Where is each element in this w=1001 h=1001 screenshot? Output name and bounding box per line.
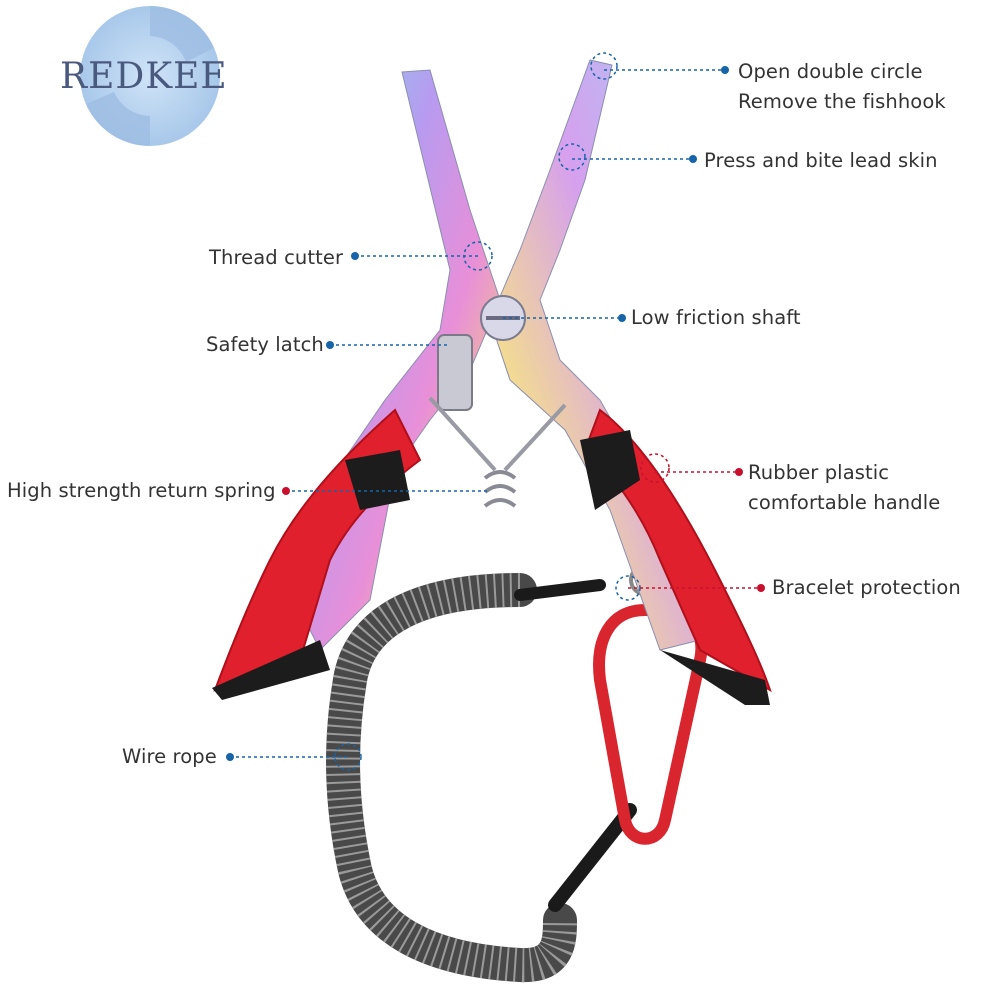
callout-bracelet-protection: Bracelet protection xyxy=(772,573,961,603)
callout-line: Low friction shaft xyxy=(631,306,801,329)
callout-line: Remove the fishhook xyxy=(738,90,946,113)
callout-open-double-circle: Open double circle Remove the fishhook xyxy=(738,57,946,117)
plier-left-arm xyxy=(212,69,501,700)
callout-line: Safety latch xyxy=(206,333,324,356)
callout-lines xyxy=(226,52,765,771)
callout-press-bite-lead-skin: Press and bite lead skin xyxy=(704,146,938,176)
safety-latch-part xyxy=(437,334,473,411)
callout-line: Rubber plastic xyxy=(748,461,890,484)
callout-low-friction-shaft: Low friction shaft xyxy=(631,303,801,333)
callout-line: Open double circle xyxy=(738,60,923,83)
callout-rubber-plastic-handle: Rubber plastic comfortable handle xyxy=(748,458,940,518)
return-spring-part xyxy=(483,470,517,508)
callout-safety-latch: Safety latch xyxy=(206,330,324,360)
brand-logo xyxy=(80,6,220,146)
callout-line: High strength return spring xyxy=(7,479,276,502)
callout-wire-rope: Wire rope xyxy=(122,742,217,772)
plier-right-arm xyxy=(489,59,772,705)
callout-line: Wire rope xyxy=(122,745,217,768)
callout-line: Thread cutter xyxy=(209,246,344,269)
callout-line: comfortable handle xyxy=(748,491,941,514)
callout-thread-cutter: Thread cutter xyxy=(209,243,343,273)
wire-rope-coil xyxy=(326,573,637,983)
callout-line: Press and bite lead skin xyxy=(704,149,938,172)
callout-line: Bracelet protection xyxy=(772,576,961,599)
callout-return-spring: High strength return spring xyxy=(7,476,276,506)
brand-logo-text: REDKEE xyxy=(60,56,228,97)
